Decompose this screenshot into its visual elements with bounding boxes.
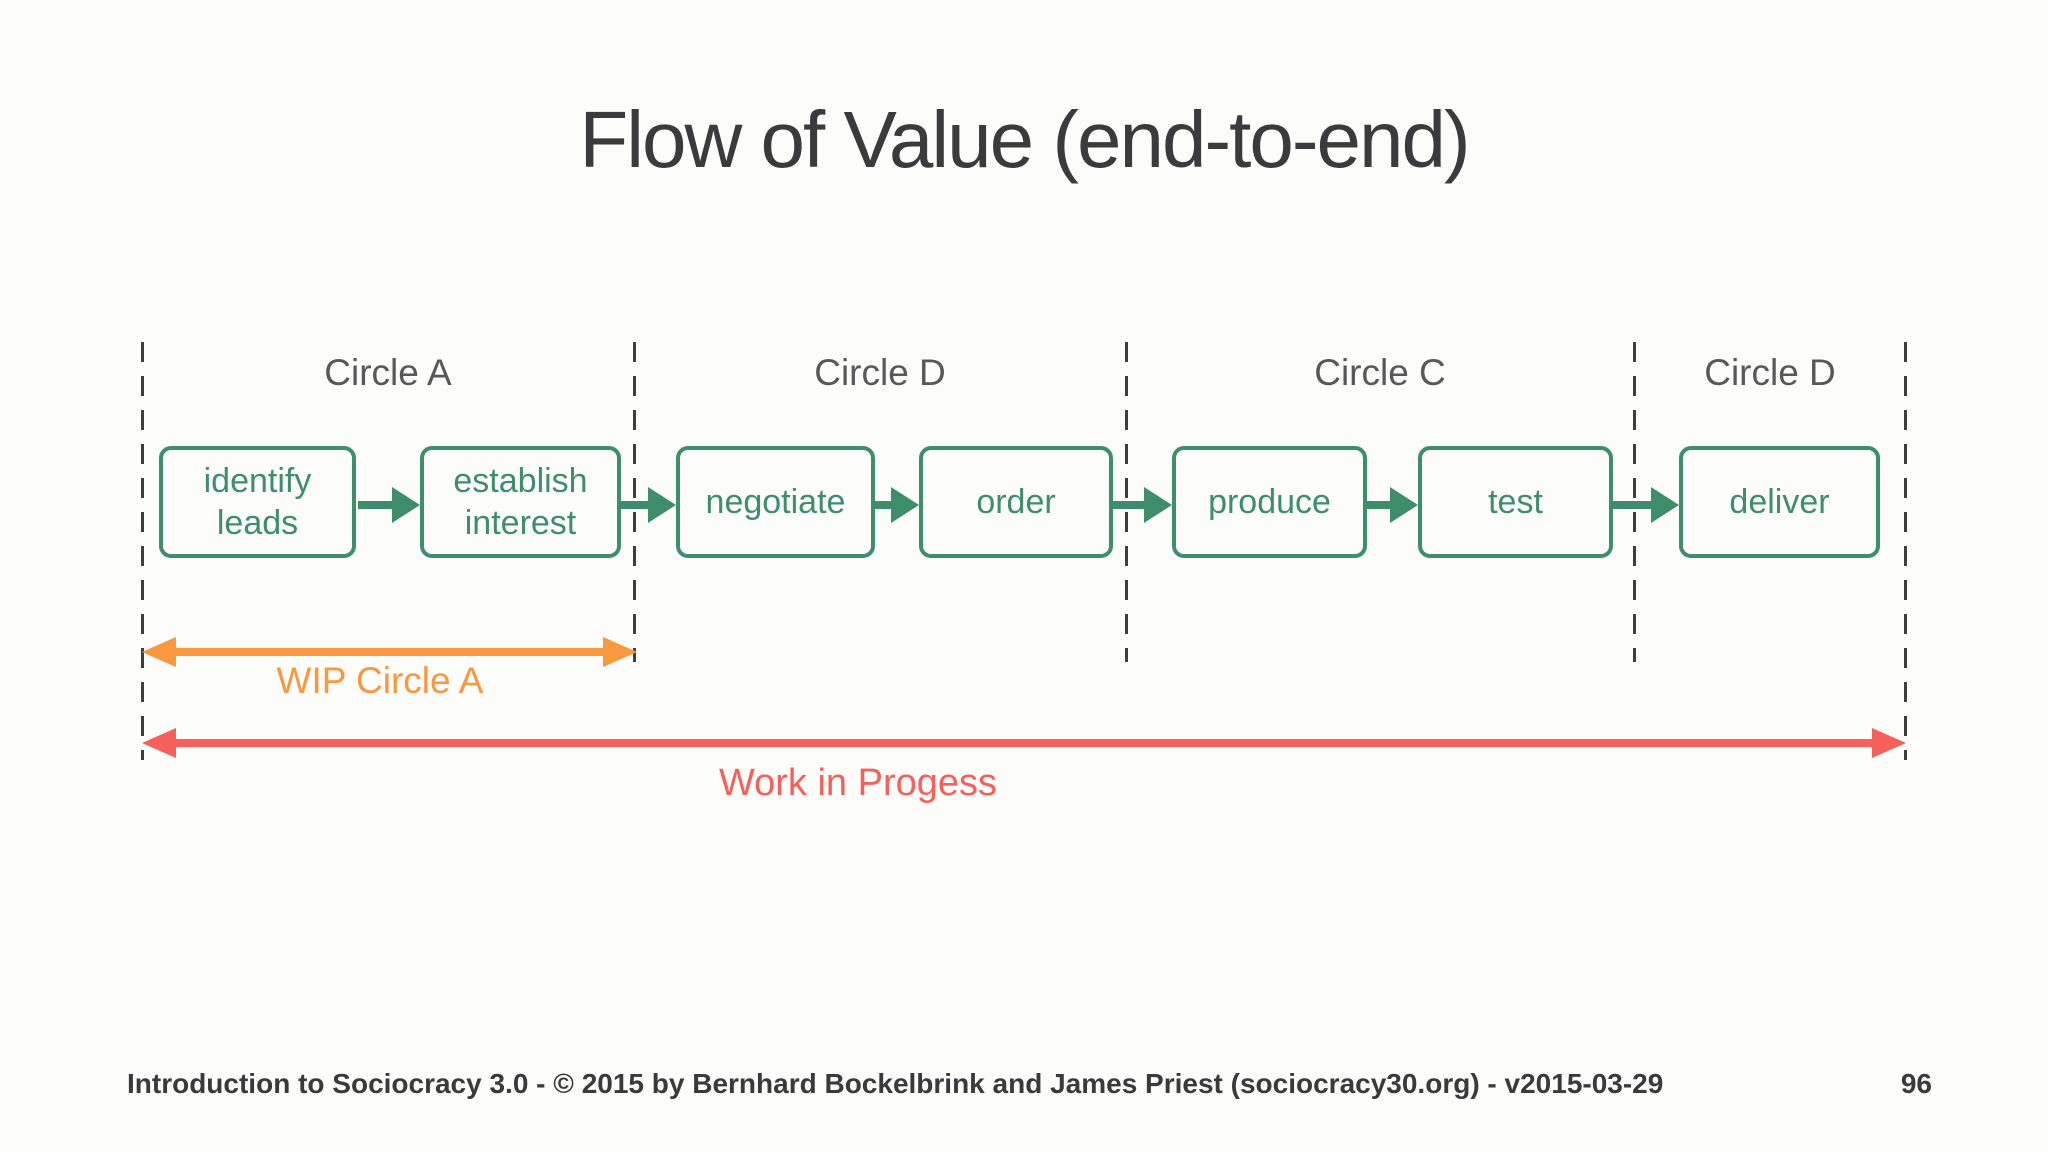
step-box: establish interest xyxy=(420,446,621,558)
circle-label: Circle D xyxy=(814,352,946,393)
page-title: Flow of Value (end-to-end) xyxy=(579,95,1470,184)
arrowhead-icon xyxy=(1390,487,1418,523)
flow-arrow-icon xyxy=(1113,487,1172,523)
section-divider xyxy=(1904,342,1907,760)
wip-circle-a-arrow xyxy=(142,637,637,667)
step-box: produce xyxy=(1172,446,1367,558)
arrow-stem xyxy=(621,501,654,509)
circle-label: Circle D xyxy=(1704,352,1836,393)
arrow-stem xyxy=(1113,501,1150,509)
step-box: negotiate xyxy=(676,446,875,558)
arrowhead-right-icon xyxy=(603,637,637,667)
step-box: identify leads xyxy=(159,446,356,558)
flow-arrow-icon xyxy=(1367,487,1418,523)
arrowhead-icon xyxy=(648,487,676,523)
arrow-line xyxy=(152,648,627,656)
wip-total-arrow xyxy=(142,728,1906,758)
arrow-stem xyxy=(1613,501,1657,509)
flow-arrow-icon xyxy=(874,487,919,523)
wip-circle-a-label: WIP Circle A xyxy=(276,660,484,701)
step-box: order xyxy=(919,446,1113,558)
section-divider xyxy=(141,342,144,760)
arrow-stem xyxy=(874,501,897,509)
flow-arrow-icon xyxy=(1613,487,1679,523)
circle-label: Circle A xyxy=(324,352,452,393)
step-box: test xyxy=(1418,446,1613,558)
wip-total-label: Work in Progess xyxy=(718,762,998,804)
arrowhead-icon xyxy=(392,487,420,523)
circle-label: Circle C xyxy=(1314,352,1446,393)
arrow-stem xyxy=(358,501,398,509)
footer-credit: Introduction to Sociocracy 3.0 - © 2015 … xyxy=(127,1068,1664,1099)
arrowhead-icon xyxy=(1651,487,1679,523)
flow-arrow-icon xyxy=(621,487,676,523)
arrowhead-icon xyxy=(1144,487,1172,523)
arrowhead-right-icon xyxy=(1872,728,1906,758)
arrow-stem xyxy=(1367,501,1396,509)
arrowhead-icon xyxy=(891,487,919,523)
step-box: deliver xyxy=(1679,446,1880,558)
arrow-line xyxy=(152,739,1896,747)
flow-arrow-icon xyxy=(358,487,420,523)
page-number: 96 xyxy=(1900,1068,1932,1099)
